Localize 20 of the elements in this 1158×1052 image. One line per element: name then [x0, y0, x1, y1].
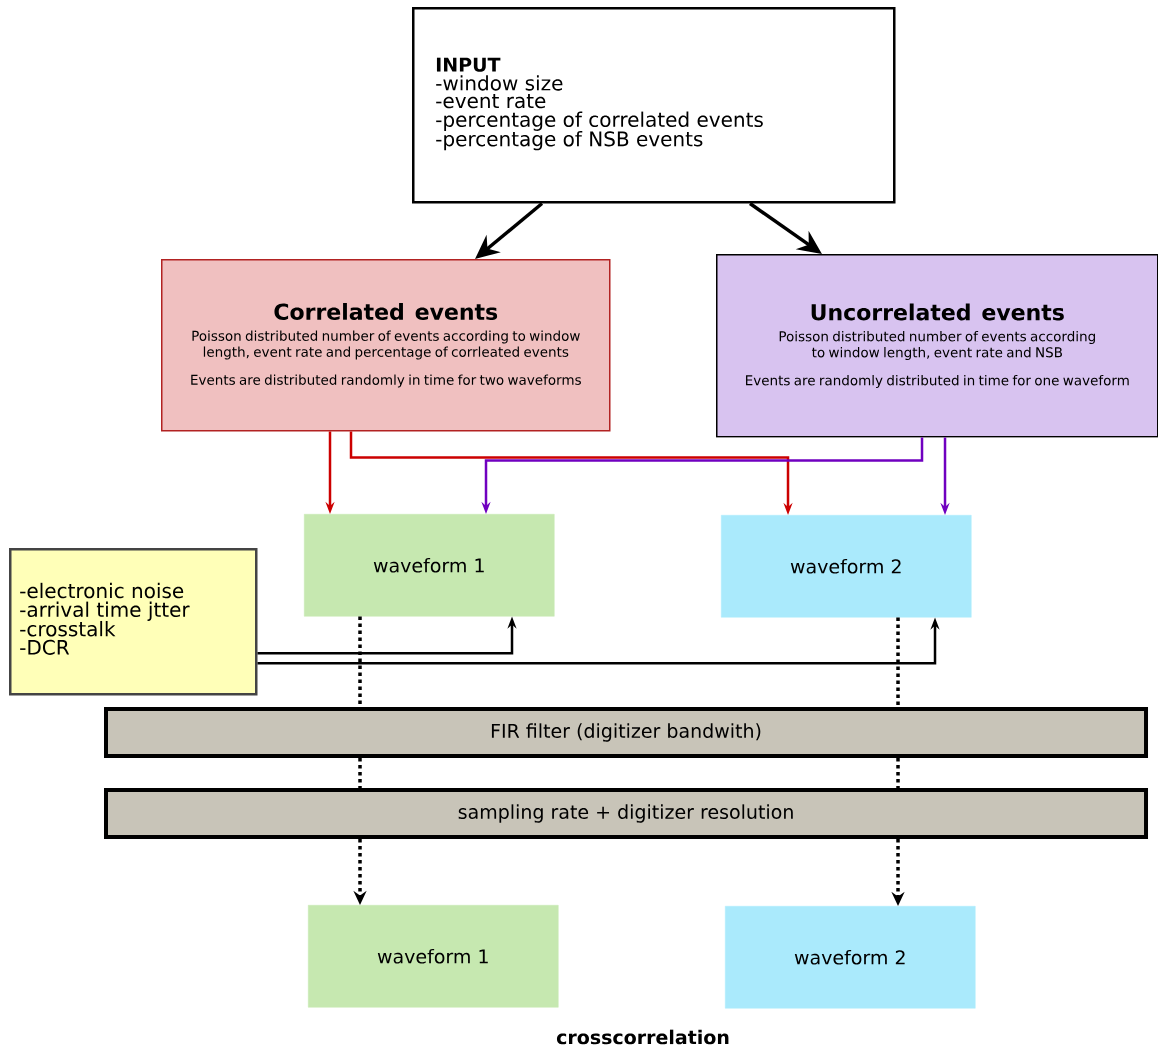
node-label: -window size: [436, 75, 563, 91]
node-label: -crosstalk: [20, 620, 116, 637]
process-box: Correlated events Poisson distributed number of events according to window length, event rate and percentage of corrleated events Events are distributed randomly in time for two waveforms: [161, 259, 611, 432]
node-label: INPUT: [436, 57, 501, 72]
waveform-box: waveform 1: [308, 905, 559, 1008]
node-label: -percentage of correlated events: [436, 111, 763, 131]
node-label: -DCR: [20, 639, 70, 655]
waveform-box: waveform 1: [304, 514, 555, 617]
waveform-box: waveform 2: [725, 906, 976, 1009]
processing-band: sampling rate + digitizer resolution: [104, 788, 1148, 839]
node-label: -event rate: [436, 93, 546, 109]
node-label: -percentage of NSB events: [436, 130, 703, 151]
text-box: [9, 548, 258, 696]
node-label: -arrival time jtter: [20, 601, 190, 621]
waveform-box: waveform 2: [721, 515, 972, 618]
processing-band: FIR filter (digitizer bandwith): [104, 707, 1148, 758]
node-label: -electronic noise: [20, 582, 184, 599]
text-box: [412, 7, 896, 204]
caption: crosscorrelation: [556, 1029, 729, 1045]
process-box: Uncorrelated events Poisson distributed number of events according to window length, event rate and NSB Events are randomly distributed in time for one waveform: [716, 254, 1158, 438]
